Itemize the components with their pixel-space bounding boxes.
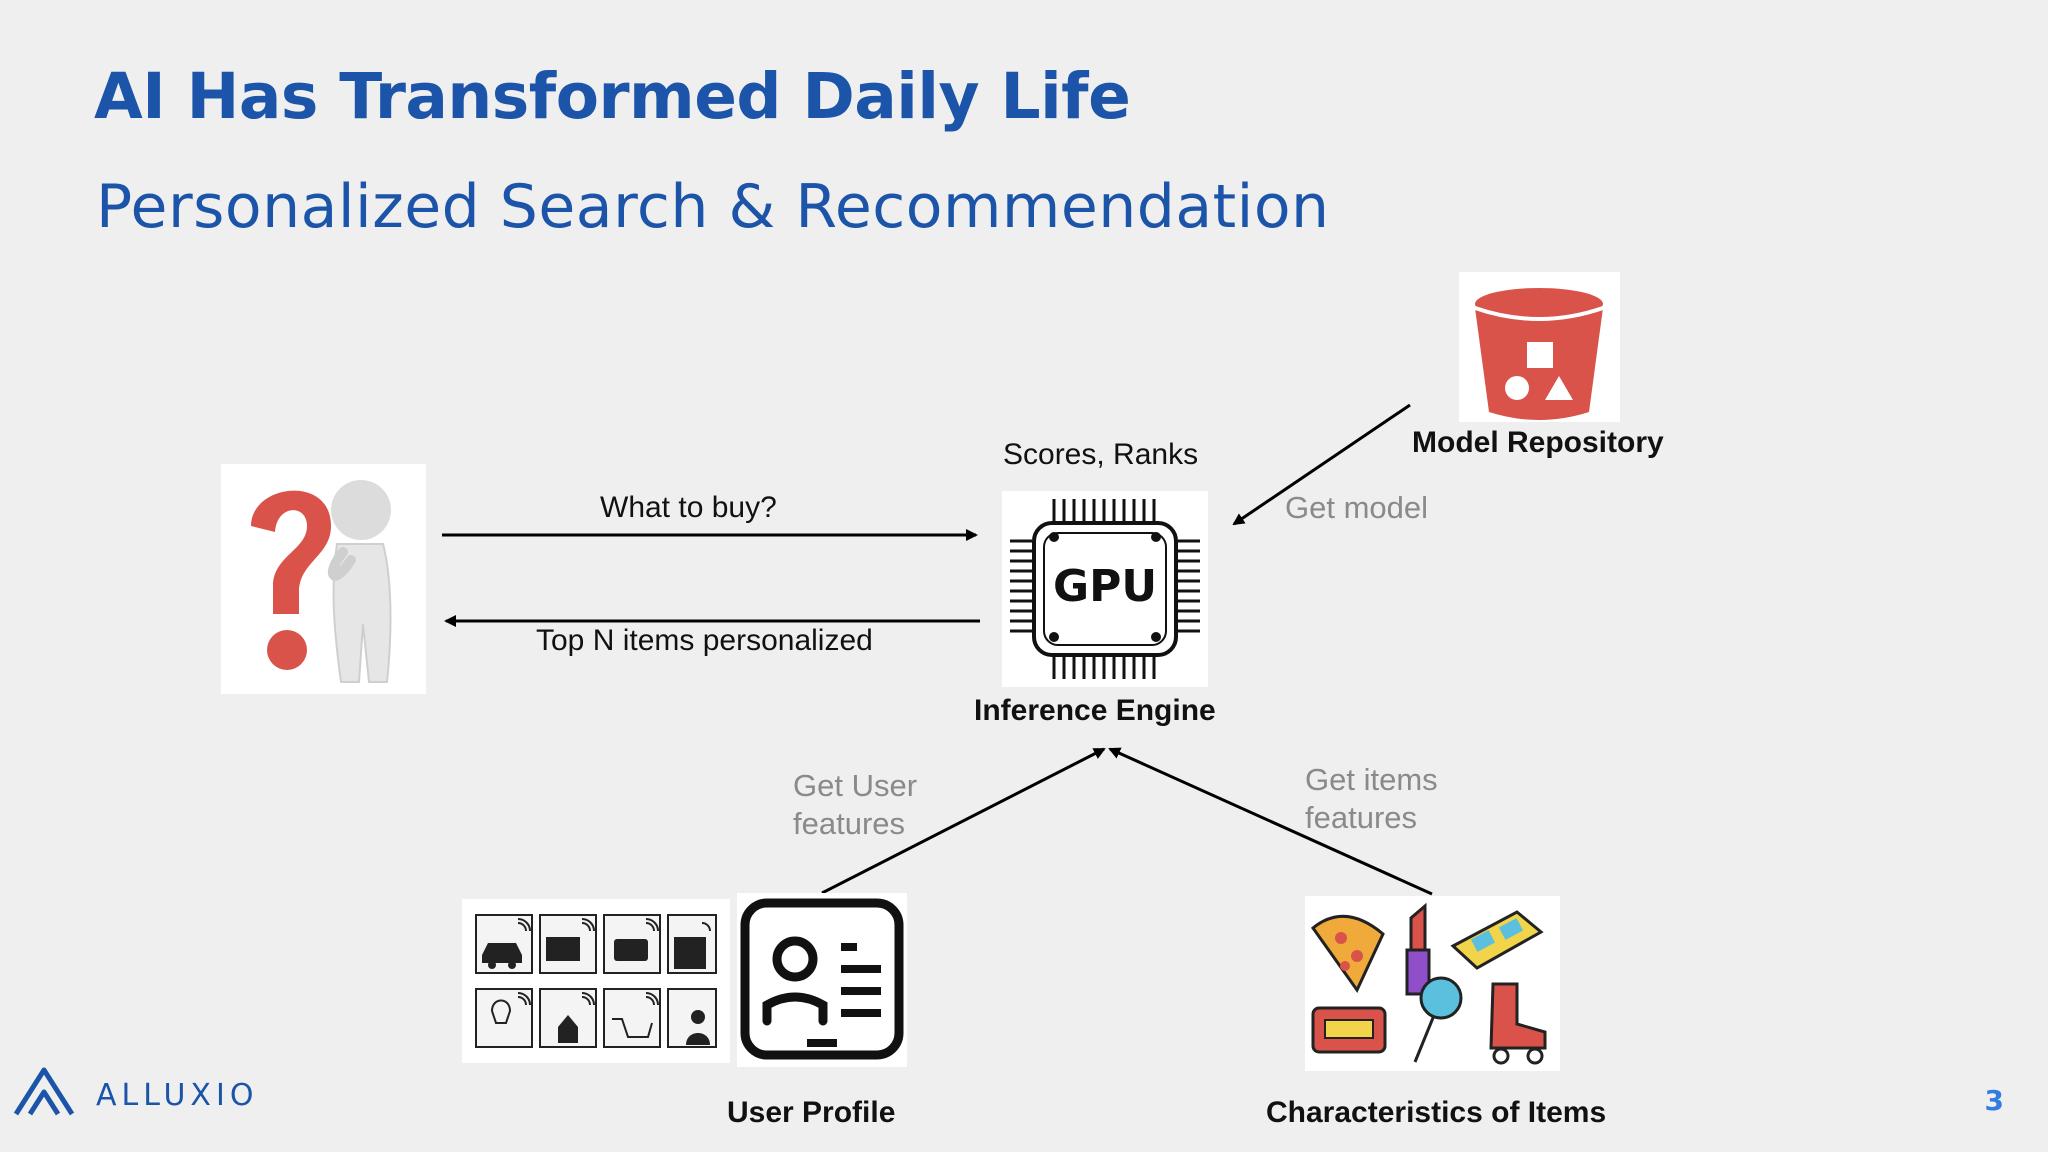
- page-number: 3: [1984, 1084, 2004, 1117]
- user-features-label: Get User features: [793, 768, 918, 841]
- items-label: Characteristics of Items: [1266, 1096, 1607, 1129]
- get-model-label: Get model: [1285, 490, 1429, 525]
- item-features-arrow: [1108, 747, 1433, 896]
- inference-engine-label: Inference Engine: [974, 694, 1216, 727]
- thinking-person-question-mark-icon: [251, 480, 392, 683]
- results-label: Top N items personalized: [536, 624, 873, 657]
- get-model-arrow: [1232, 403, 1411, 526]
- alluxio-logo-icon: [13, 1067, 75, 1116]
- item-features-label: Get items features: [1305, 762, 1438, 835]
- gpu-chip-text: GPU: [1053, 561, 1157, 612]
- gpu-chip-icon: GPU: [1010, 499, 1200, 679]
- slide-title: AI Has Transformed Daily Life: [94, 60, 1131, 133]
- user-question-tile: [221, 464, 426, 694]
- user-features-arrow: [821, 747, 1106, 895]
- profile-card-icon: [740, 898, 904, 1060]
- alluxio-logo: [10, 1064, 80, 1120]
- query-label: What to buy?: [600, 491, 777, 524]
- inference-engine-tile: GPU: [1002, 491, 1208, 687]
- user-profile-tile: [737, 893, 907, 1067]
- scores-label: Scores, Ranks: [1003, 438, 1199, 471]
- model-repository-label: Model Repository: [1412, 426, 1664, 459]
- smart-devices-icon: [475, 914, 717, 1048]
- slide-subtitle: Personalized Search & Recommendation: [96, 172, 1330, 242]
- model-repository-tile: [1459, 272, 1620, 422]
- items-tile: [1305, 896, 1560, 1071]
- items-collage-icon: [1310, 902, 1547, 1065]
- alluxio-logo-text: ALLUXIO: [96, 1078, 259, 1113]
- storage-bucket-icon: [1474, 288, 1604, 420]
- connected-devices-grid: [462, 899, 730, 1063]
- user-profile-label: User Profile: [727, 1096, 896, 1129]
